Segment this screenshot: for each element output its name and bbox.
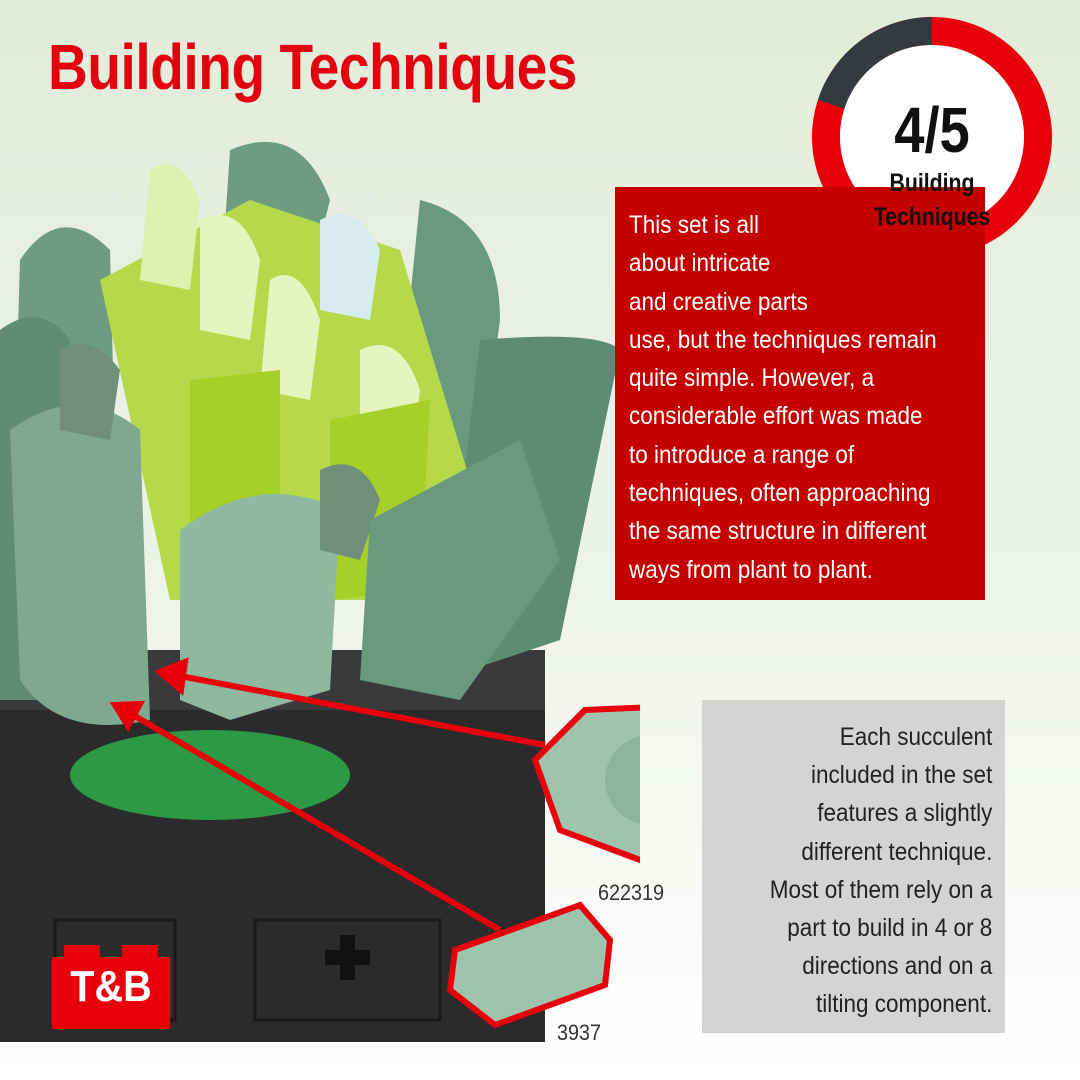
part-label-622319: 622319 [598,880,665,905]
description-line: about intricate [629,249,771,278]
parts-note-line: included in the set [810,761,992,790]
parts-note-line: part to build in 4 or 8 [786,914,992,943]
part-label-3937: 3937 [557,1020,602,1045]
rating-score: 4/5 [894,94,970,166]
description-line: and creative parts [629,287,808,316]
description-line: to introduce a range of [629,440,855,469]
gauge-empty [817,17,933,109]
succulent-photo [0,141,640,1042]
page-title: Building Techniques [48,31,577,103]
parts-note-box [702,700,1005,1033]
description-line: the same structure in different [629,517,927,546]
description-line: techniques, often approaching [629,479,931,508]
parts-note-text: Each succulent included in the set featu… [769,718,992,1024]
description-line: use, but the techniques remain [629,325,937,354]
part-622319-image [531,704,640,864]
logo-brick-icon [52,945,170,1029]
parts-note-line: Most of them rely on a [769,875,992,904]
description-text: This set is all about intricate and crea… [629,206,953,589]
rating-label-line: Building [889,169,975,197]
rating-gauge [812,17,1052,257]
description-line: quite simple. However, a [629,364,875,393]
rating-label: Building Techniques [830,166,1034,234]
parts-note-line: Each succulent [839,723,992,751]
parts-note-line: tilting component. [815,990,992,1019]
logo-text: T&B [70,962,152,1011]
cross-hole [325,935,370,980]
description-line: ways from plant to plant. [629,555,873,584]
description-line: This set is all [629,211,760,239]
parts-note-line: features a slightly [816,799,992,828]
parts-note-line: different technique. [801,837,992,866]
pointer-arrows [109,657,546,933]
rating-label-line: Techniques [873,203,991,231]
part-3937-image [446,901,614,1029]
parts-note-line: directions and on a [801,952,992,981]
description-line: considerable effort was made [629,402,923,431]
description-box [615,187,985,600]
